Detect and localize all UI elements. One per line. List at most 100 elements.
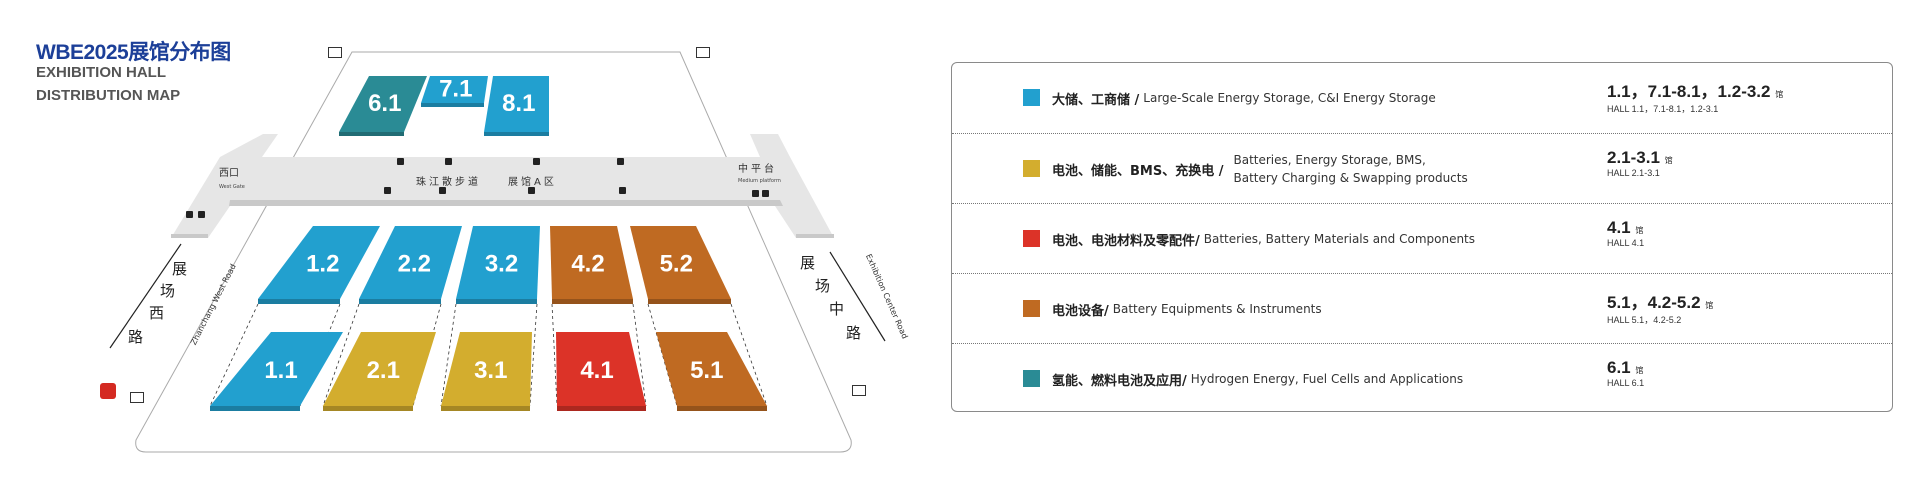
hall-edge <box>441 406 530 411</box>
subtitle-line-2: DISTRIBUTION MAP <box>36 87 181 104</box>
platform-label: 中平台 <box>738 162 777 175</box>
legend-zh: 氢能、燃料电池及应用/ <box>1052 373 1187 389</box>
west-gate-label: 西口 <box>219 168 239 179</box>
west-road-char: 场 <box>160 282 176 300</box>
hall-2-2[interactable]: 2.2 <box>359 226 462 304</box>
legend-zh: 电池、电池材料及零配件/ <box>1052 233 1200 249</box>
legend-en: Hydrogen Energy, Fuel Cells and Applicat… <box>1190 372 1464 386</box>
hall-1-2[interactable]: 1.2 <box>258 226 380 304</box>
legend-row: 电池、电池材料及零配件/Batteries, Battery Materials… <box>952 203 1892 273</box>
hall-block <box>556 332 646 406</box>
legend-swatch <box>1023 370 1040 387</box>
hall-6-1[interactable]: 6.1 <box>339 76 427 136</box>
hall-label: 6.1 <box>368 90 401 117</box>
legend-row: 电池、储能、BMS、充换电 / Batteries, Energy Storage… <box>952 133 1892 203</box>
metro-logo-icon <box>100 383 116 399</box>
hall-edge <box>339 132 404 136</box>
legend-hall-en: HALL 1.1，7.1-8.1，1.2-3.1 <box>1607 104 1719 114</box>
gate-marker-icon <box>752 190 759 197</box>
legend-en: Large-Scale Energy Storage, C&I Energy S… <box>1143 91 1436 105</box>
hall-edge <box>258 299 340 304</box>
center-road-line <box>829 251 886 342</box>
hall-3-2[interactable]: 3.2 <box>456 226 540 304</box>
legend-halls: 4.1 <box>1607 218 1631 237</box>
legend-suffix: 馆 <box>1775 90 1784 99</box>
hall-8-1[interactable]: 8.1 <box>484 76 549 136</box>
hall-label: 5.1 <box>690 357 723 384</box>
legend-swatch <box>1023 89 1040 106</box>
subtitle-line-1: EXHIBITION HALL <box>36 64 166 81</box>
hall-1-1[interactable]: 1.1 <box>210 332 343 411</box>
gate-marker-icon <box>186 211 193 218</box>
hall-4-2[interactable]: 4.2 <box>550 226 633 304</box>
gate-marker-icon <box>445 158 452 165</box>
hall-5-2[interactable]: 5.2 <box>630 226 731 304</box>
legend-en: Battery Equipments & Instruments <box>1112 302 1322 316</box>
gate-marker-icon <box>130 392 144 403</box>
legend-hall-en: HALL 4.1 <box>1607 238 1645 248</box>
hall-edge <box>552 299 633 304</box>
hall-2-1[interactable]: 2.1 <box>323 332 436 411</box>
hall-3-1[interactable]: 3.1 <box>441 332 532 411</box>
legend-zh: 大储、工商储 / <box>1052 92 1140 108</box>
main-road <box>171 134 834 238</box>
hall-7-1[interactable]: 7.1 <box>421 76 488 108</box>
legend-row: 大储、工商储 /Large-Scale Energy Storage, C&I … <box>952 63 1892 133</box>
hall-4-1[interactable]: 4.1 <box>556 332 646 411</box>
legend-zh: 电池、储能、BMS、充换电 / <box>1052 163 1224 179</box>
hall-edge <box>210 406 300 411</box>
hall-edge <box>456 299 537 304</box>
legend-en: Batteries, Energy Storage, BMS, <box>1233 153 1426 167</box>
hall-block <box>630 226 731 299</box>
legend-halls: 6.1 <box>1607 358 1631 377</box>
gate-marker-icon <box>397 158 404 165</box>
hall-block <box>210 332 343 406</box>
halls: 6.1 7.18.1 1.2 2.2 3.2 4.2 5.2 1.1 2.1 3.1 4.1 5.1 <box>210 76 767 411</box>
gate-marker-icon <box>852 385 866 396</box>
hall-block <box>421 76 488 103</box>
hall-label: 3.2 <box>485 251 518 278</box>
hall-label: 2.2 <box>398 251 431 278</box>
legend-suffix: 馆 <box>1635 366 1644 375</box>
legend-swatch <box>1023 300 1040 317</box>
legend-panel: 大储、工商储 /Large-Scale Energy Storage, C&I … <box>951 62 1893 412</box>
legend-suffix: 馆 <box>1705 301 1714 310</box>
gate-marker-icon <box>762 190 769 197</box>
legend-halls: 5.1，4.2-5.2 <box>1607 293 1701 312</box>
legend-hall-en: HALL 2.1-3.1 <box>1607 168 1660 178</box>
promenade-label: 珠江散步道 <box>416 175 481 188</box>
zone-a-label: 展馆A区 <box>508 175 557 188</box>
legend-row: 电池设备/Battery Equipments & Instruments 5.… <box>952 273 1892 343</box>
gate-marker-icon <box>384 187 391 194</box>
legend-halls: 2.1-3.1 <box>1607 148 1660 167</box>
hall-block <box>258 226 380 299</box>
hall-5-1[interactable]: 5.1 <box>656 332 767 411</box>
legend-swatch <box>1023 160 1040 177</box>
legend-zh: 电池设备/ <box>1052 303 1109 319</box>
hall-label: 1.1 <box>264 357 297 384</box>
west-road-char: 路 <box>128 328 144 346</box>
gate-marker-icon <box>619 187 626 194</box>
west-road-char: 展 <box>172 260 188 278</box>
hall-edge <box>359 299 441 304</box>
center-road-char: 场 <box>815 277 831 295</box>
legend-en-2: Battery Charging & Swapping products <box>1233 171 1468 185</box>
legend-row: 氢能、燃料电池及应用/Hydrogen Energy, Fuel Cells a… <box>952 343 1892 413</box>
legend-suffix: 馆 <box>1635 226 1644 235</box>
connector-dash <box>632 303 647 407</box>
legend-halls: 1.1，7.1-8.1，1.2-3.2 <box>1607 82 1771 101</box>
center-road-char: 路 <box>846 324 862 342</box>
hall-block <box>456 226 540 299</box>
hall-label: 2.1 <box>367 357 400 384</box>
gate-marker-icon <box>198 211 205 218</box>
hall-edge <box>323 406 413 411</box>
west-gate-en-label: West Gate <box>219 184 245 190</box>
connector-dash <box>440 303 457 407</box>
connector-dash <box>322 303 360 407</box>
hall-edge <box>677 406 767 411</box>
connector-dash <box>730 303 768 407</box>
hall-label: 1.2 <box>306 251 339 278</box>
hall-block <box>656 332 767 406</box>
hall-block <box>359 226 462 299</box>
hall-label: 4.2 <box>571 251 604 278</box>
